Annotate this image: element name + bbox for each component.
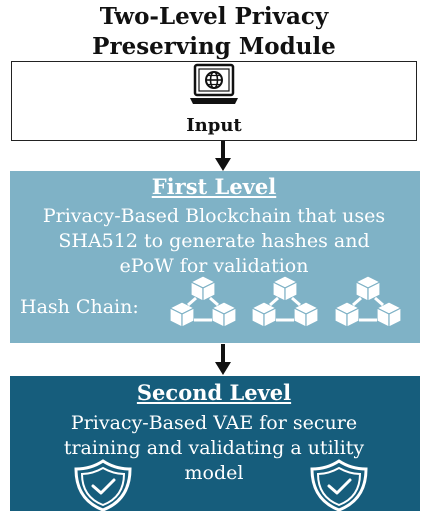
- shield-check-icon: [74, 459, 132, 511]
- second-level-title: Second Level: [136, 380, 292, 405]
- module-title-line2: Preserving Module: [92, 33, 336, 60]
- laptop-globe-icon: [190, 63, 238, 104]
- second-level-desc-line1: Privacy-Based VAE for secure: [70, 412, 358, 434]
- hash-chain-label: Hash Chain:: [20, 296, 139, 318]
- first-level-desc-line1: Privacy-Based Blockchain that uses: [42, 205, 386, 227]
- first-level-desc-line2: SHA512 to generate hashes and: [58, 230, 370, 252]
- first-level-description: Privacy-Based Blockchain that uses SHA51…: [0, 204, 428, 279]
- down-arrow-icon: [215, 344, 231, 375]
- second-level-desc-line2: training and validating a utility: [63, 437, 365, 459]
- module-title-line1: Two-Level Privacy: [99, 3, 329, 30]
- down-arrow-icon: [215, 141, 231, 171]
- blockchain-blocks-icon: [250, 275, 320, 328]
- blockchain-blocks-icon: [333, 275, 403, 328]
- first-level-title: First Level: [151, 174, 277, 199]
- blockchain-blocks-icon: [168, 275, 238, 328]
- second-level-description: Privacy-Based VAE for secure training an…: [0, 411, 428, 486]
- second-level-desc-line3: model: [184, 462, 244, 484]
- input-label: Input: [186, 115, 242, 136]
- module-title: Two-Level Privacy Preserving Module: [0, 2, 428, 62]
- shield-check-icon: [310, 459, 368, 511]
- first-level-desc-line3: ePoW for validation: [119, 255, 309, 277]
